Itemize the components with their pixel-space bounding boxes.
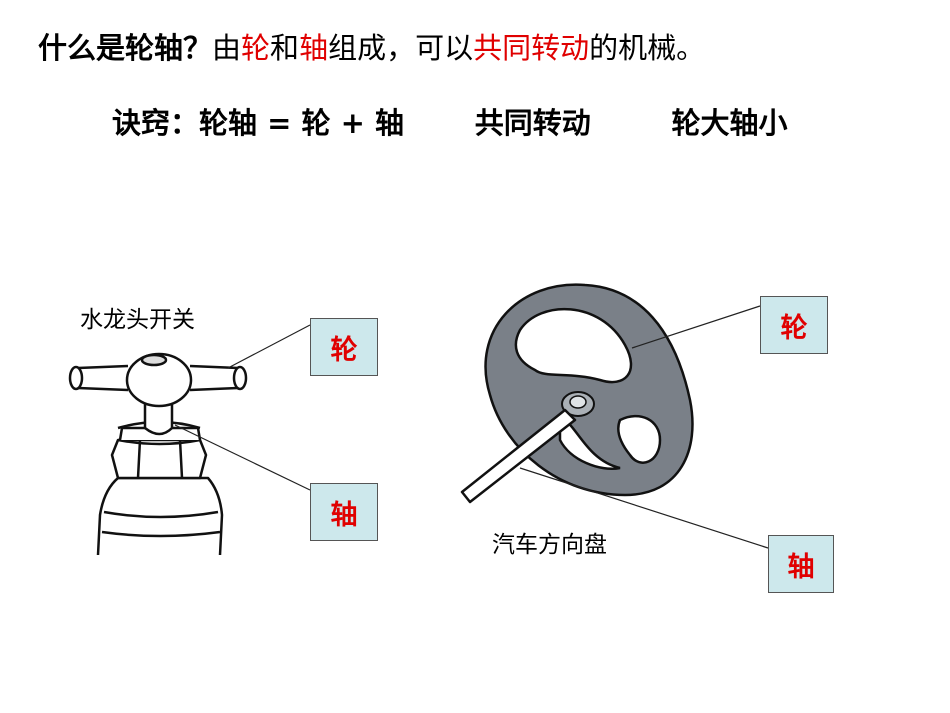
mnemonic-rule-rotate: 共同转动 <box>474 106 591 140</box>
title-text-3: 组成，可以 <box>328 31 474 65</box>
title-rotate-word: 共同转动 <box>473 31 590 65</box>
steering-wheel-label: 轮 <box>760 296 828 354</box>
leader-lines <box>174 305 769 549</box>
faucet-illustration <box>68 352 248 556</box>
title-text-2: 和 <box>270 31 300 65</box>
steering-axle-label: 轴 <box>768 535 834 593</box>
title-axle-word: 轴 <box>299 31 329 65</box>
mnemonic-label: 诀窍： <box>112 106 200 140</box>
title-question: 什么是轮轴？ <box>38 31 213 65</box>
steering-wheel-illustration <box>460 283 694 504</box>
title-text-4: 的机械。 <box>589 31 706 65</box>
page-title: 什么是轮轴？由轮和轴组成，可以共同转动的机械。 <box>38 28 705 68</box>
faucet-caption: 水龙头开关 <box>80 307 195 333</box>
mnemonic-rule-size: 轮大轴小 <box>671 106 788 140</box>
title-wheel-word: 轮 <box>241 31 271 65</box>
faucet-axle-label: 轴 <box>310 483 378 541</box>
mnemonic-tip: 诀窍：轮轴 = 轮 + 轴 共同转动 轮大轴小 <box>112 104 832 142</box>
title-text-1: 由 <box>212 31 242 65</box>
faucet-wheel-label: 轮 <box>310 318 378 376</box>
mnemonic-formula: 轮轴 = 轮 + 轴 <box>199 106 404 140</box>
steering-wheel-caption: 汽车方向盘 <box>492 532 607 558</box>
